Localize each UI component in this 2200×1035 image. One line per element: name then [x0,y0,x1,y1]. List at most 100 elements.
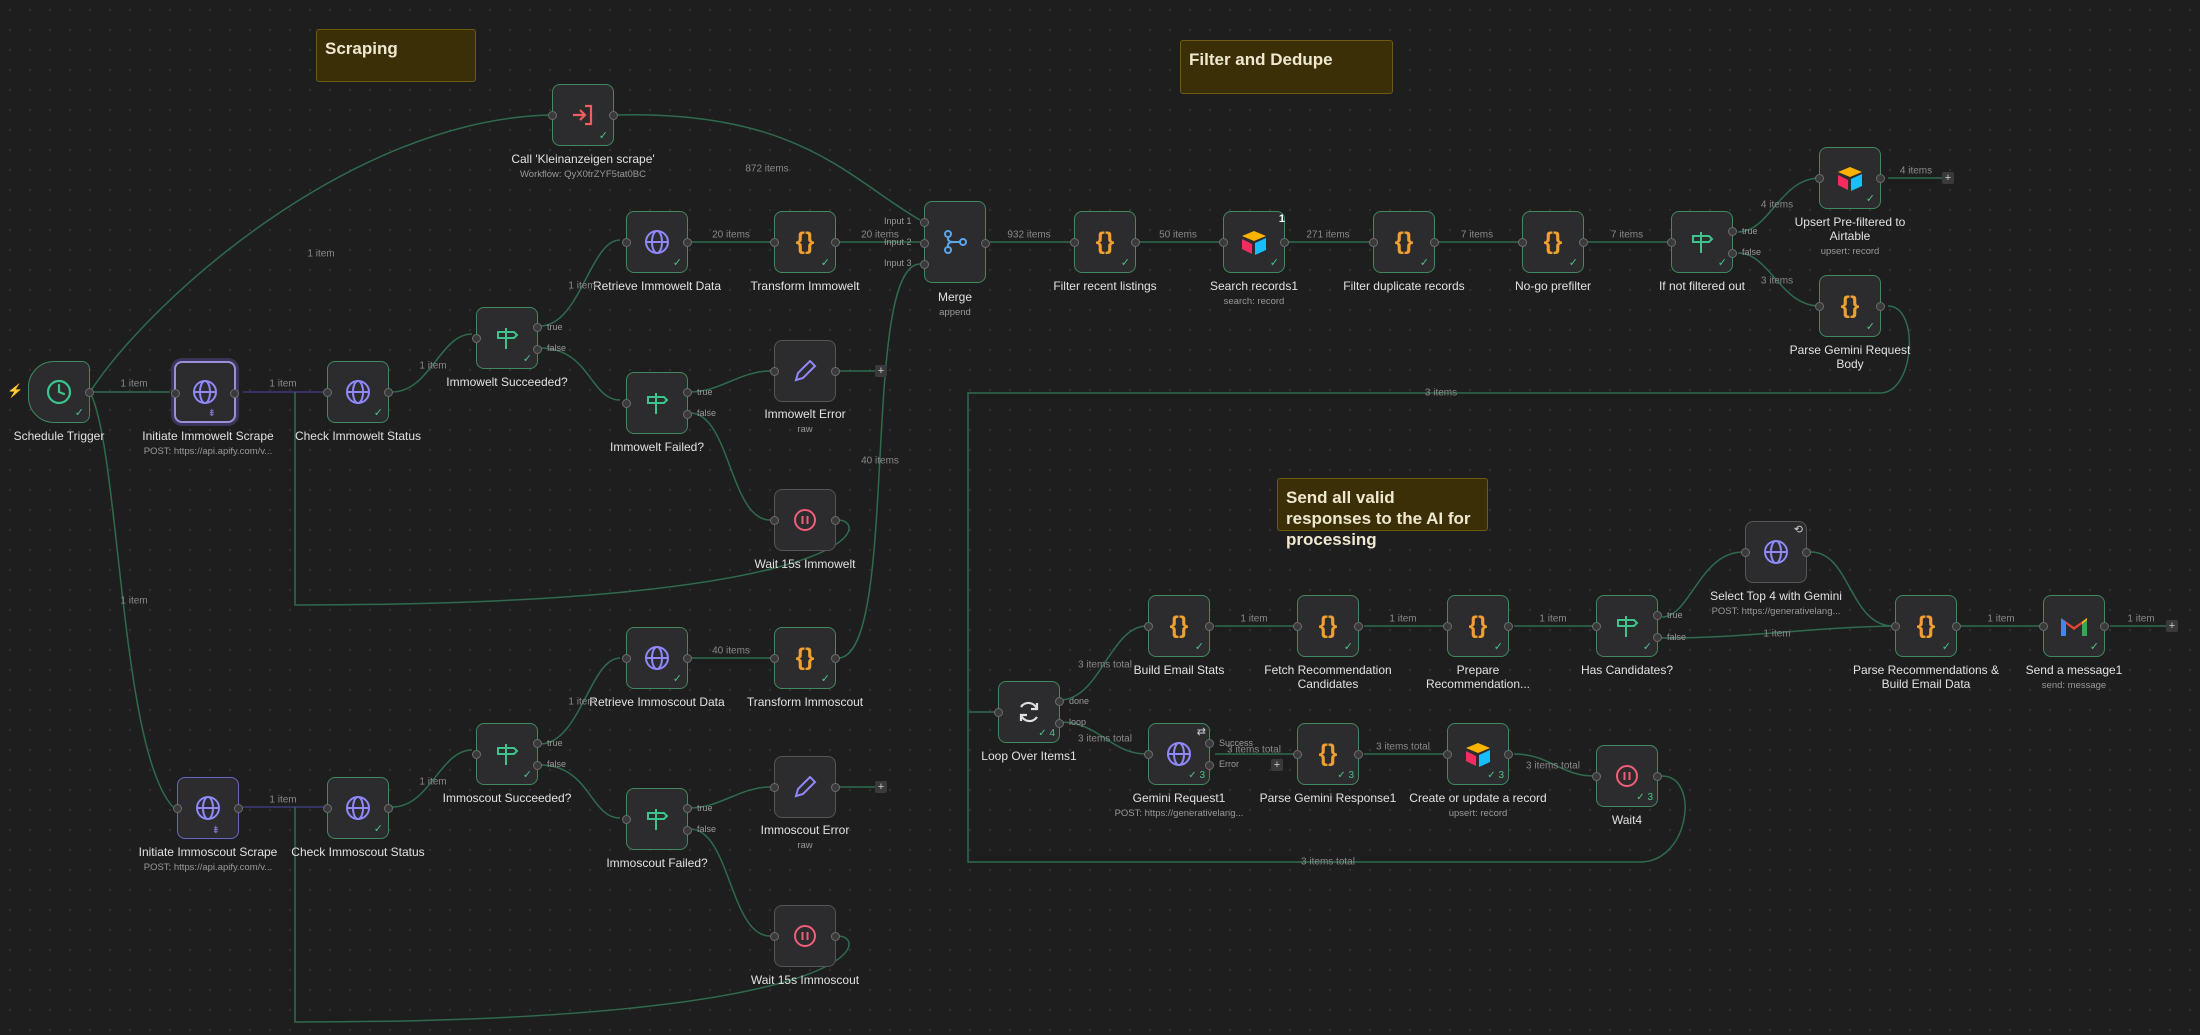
add-node-button[interactable]: + [2166,620,2178,632]
input-port[interactable] [994,708,1003,717]
node-check-immowelt-status[interactable]: ✓ [323,361,393,423]
true-output-port[interactable] [1653,611,1662,620]
false-output-port[interactable] [533,345,542,354]
node-immowelt-failed[interactable] [622,372,692,434]
node-immoscout-error[interactable] [770,756,840,818]
node-no-go-prefilter[interactable]: {} ✓ [1518,211,1588,273]
input-port[interactable] [622,238,631,247]
output-port[interactable] [234,804,243,813]
node-check-immoscout-status[interactable]: ✓ [323,777,393,839]
input-port[interactable] [173,804,182,813]
input-port[interactable] [622,654,631,663]
add-node-button[interactable]: + [1942,172,1954,184]
input-port[interactable] [323,804,332,813]
false-output-port[interactable] [683,826,692,835]
node-immowelt-error[interactable] [770,340,840,402]
output-port[interactable] [683,654,692,663]
sticky-note-scraping[interactable]: Scraping [316,29,476,82]
input-port[interactable] [1293,622,1302,631]
output-port[interactable] [831,654,840,663]
node-gemini-request1[interactable]: ⇄ ✓ 3 [1144,723,1214,785]
false-output-port[interactable] [1653,633,1662,642]
input-port[interactable] [1667,238,1676,247]
output-port[interactable] [1354,750,1363,759]
node-select-top4-gemini[interactable]: ⟲ [1741,521,1811,583]
node-transform-immoscout[interactable]: {} ✓ [770,627,840,689]
input-port[interactable] [1219,238,1228,247]
sticky-note-send-ai[interactable]: Send all valid responses to the AI for p… [1277,478,1488,549]
node-wait-15s-immowelt[interactable] [770,489,840,551]
node-filter-recent-listings[interactable]: {} ✓ [1070,211,1140,273]
output-port[interactable] [1952,622,1961,631]
success-output-port[interactable] [1205,739,1214,748]
input-port[interactable] [1443,622,1452,631]
node-send-a-message1[interactable]: ✓ [2039,595,2109,657]
node-call-kleinanzeigen-scrape[interactable]: ✓ [548,84,618,146]
output-port[interactable] [1430,238,1439,247]
input-port[interactable] [770,654,779,663]
true-output-port[interactable] [533,323,542,332]
input-port[interactable] [770,238,779,247]
node-prepare-recommendation[interactable]: {} ✓ [1443,595,1513,657]
node-schedule-trigger[interactable]: ✓ [28,361,94,423]
node-wait-15s-immoscout[interactable] [770,905,840,967]
output-port[interactable] [1205,622,1214,631]
node-build-email-stats[interactable]: {} ✓ [1144,595,1214,657]
false-output-port[interactable] [1728,249,1737,258]
output-port[interactable] [384,388,393,397]
input-port[interactable] [2039,622,2048,631]
true-output-port[interactable] [533,739,542,748]
input-port[interactable] [770,516,779,525]
output-port[interactable] [831,238,840,247]
add-node-button[interactable]: + [875,781,887,793]
output-port[interactable] [1876,174,1885,183]
node-initiate-immoscout-scrape[interactable]: ⇟ [173,777,243,839]
node-retrieve-immoscout-data[interactable]: ✓ [622,627,692,689]
loop-output-port[interactable] [1055,719,1064,728]
node-has-candidates[interactable]: ✓ [1592,595,1662,657]
input-port[interactable] [1815,302,1824,311]
input-port[interactable] [472,750,481,759]
false-output-port[interactable] [683,410,692,419]
input-port[interactable] [1592,772,1601,781]
sticky-note-filter-dedupe[interactable]: Filter and Dedupe [1180,40,1393,94]
output-port[interactable] [1579,238,1588,247]
input-port[interactable] [1592,622,1601,631]
input-port[interactable] [171,389,180,398]
input-port[interactable] [622,399,631,408]
input-port-2[interactable] [920,239,929,248]
true-output-port[interactable] [1728,227,1737,236]
input-port[interactable] [1144,750,1153,759]
input-port[interactable] [1443,750,1452,759]
node-loop-over-items1[interactable]: ✓ 4 [994,681,1064,743]
output-port[interactable] [831,516,840,525]
output-port[interactable] [981,239,990,248]
output-port[interactable] [683,238,692,247]
input-port[interactable] [770,932,779,941]
true-output-port[interactable] [683,388,692,397]
node-filter-duplicate-records[interactable]: {} ✓ [1369,211,1439,273]
node-fetch-recommendation-candidates[interactable]: {} ✓ [1293,595,1363,657]
input-port[interactable] [1518,238,1527,247]
node-wait4[interactable]: ✓ 3 [1592,745,1662,807]
output-port[interactable] [1280,238,1289,247]
output-port[interactable] [831,932,840,941]
input-port[interactable] [1891,622,1900,631]
node-transform-immowelt[interactable]: {} ✓ [770,211,840,273]
input-port[interactable] [1293,750,1302,759]
output-port[interactable] [1131,238,1140,247]
node-immoscout-failed[interactable] [622,788,692,850]
node-parse-gemini-request-body[interactable]: {} ✓ [1815,275,1885,337]
add-node-button[interactable]: + [1271,759,1283,771]
output-port[interactable] [85,388,94,397]
input-port-1[interactable] [920,218,929,227]
input-port[interactable] [770,367,779,376]
node-retrieve-immowelt-data[interactable]: ✓ [622,211,692,273]
node-initiate-immowelt-scrape[interactable]: ⇟ [171,361,239,423]
input-port[interactable] [1070,238,1079,247]
add-node-button[interactable]: + [875,365,887,377]
input-port[interactable] [1144,622,1153,631]
input-port[interactable] [472,334,481,343]
node-create-or-update-record[interactable]: ✓ 3 [1443,723,1513,785]
